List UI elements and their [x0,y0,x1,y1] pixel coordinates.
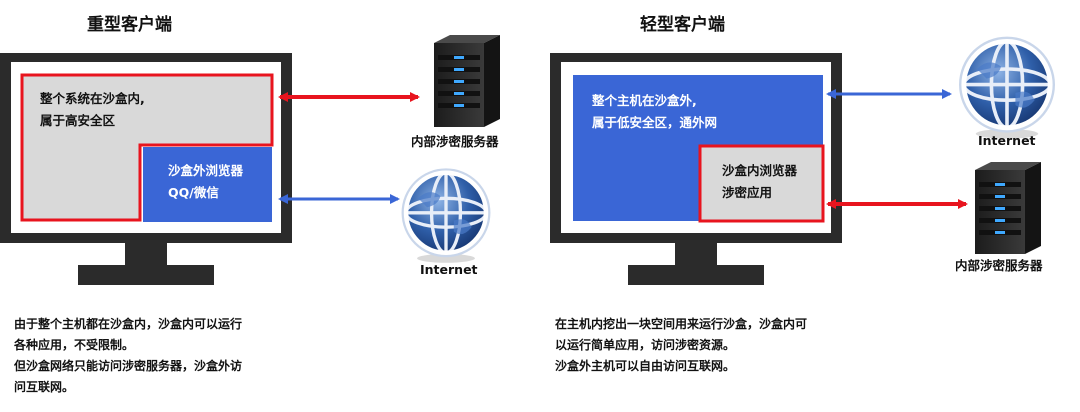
heavy-sandbox-text-1: 整个系统在沙盒内, [40,91,145,106]
light-sandbox-text-1: 沙盒内浏览器 [722,163,798,178]
heavy-internet-label: Internet [420,262,478,277]
heavy-outside-region [143,147,272,222]
light-internet-globe-icon [959,37,1055,139]
heavy-description-line: 但沙盒网络只能访问涉密服务器，沙盒外访 [14,359,243,373]
light-description: 在主机内挖出一块空间用来运行沙盒，沙盒内可 以运行简单应用，访问涉密资源。 沙盒… [555,314,807,377]
light-server-icon [975,162,1041,254]
heavy-title: 重型客户端 [87,15,172,35]
light-host-text-2: 属于低安全区，通外网 [592,115,718,130]
heavy-sandbox-text-2: 属于高安全区 [40,113,116,128]
light-description-line: 沙盒外主机可以自由访问互联网。 [555,359,736,373]
heavy-description-line: 各种应用，不受限制。 [14,338,135,352]
light-monitor-base [628,265,764,285]
heavy-description: 由于整个主机都在沙盒内，沙盒内可以运行 各种应用，不受限制。 但沙盒网络只能访问… [14,314,242,398]
light-monitor-neck [675,243,717,265]
heavy-outside-text-2: QQ/微信 [168,185,219,200]
light-server-label: 内部涉密服务器 [955,258,1043,273]
heavy-monitor-base [78,265,214,285]
light-host-text-1: 整个主机在沙盒外, [592,93,697,108]
light-internet-label: Internet [978,133,1036,148]
light-description-line: 在主机内挖出一块空间用来运行沙盒，沙盒内可 [555,317,808,331]
heavy-description-line: 由于整个主机都在沙盒内，沙盒内可以运行 [14,317,243,331]
heavy-server-label: 内部涉密服务器 [411,134,499,149]
light-title: 轻型客户端 [640,15,725,35]
light-sandbox-text-2: 涉密应用 [722,185,773,200]
light-sandbox-region [698,144,825,223]
heavy-outside-text-1: 沙盒外浏览器 [168,163,244,178]
heavy-monitor-neck [125,243,167,265]
light-description-line: 以运行简单应用，访问涉密资源。 [555,338,736,352]
heavy-description-line: 问互联网。 [14,380,75,394]
heavy-server-icon [434,35,500,127]
heavy-sandbox-region [20,73,274,222]
heavy-internet-globe-icon [402,168,491,262]
